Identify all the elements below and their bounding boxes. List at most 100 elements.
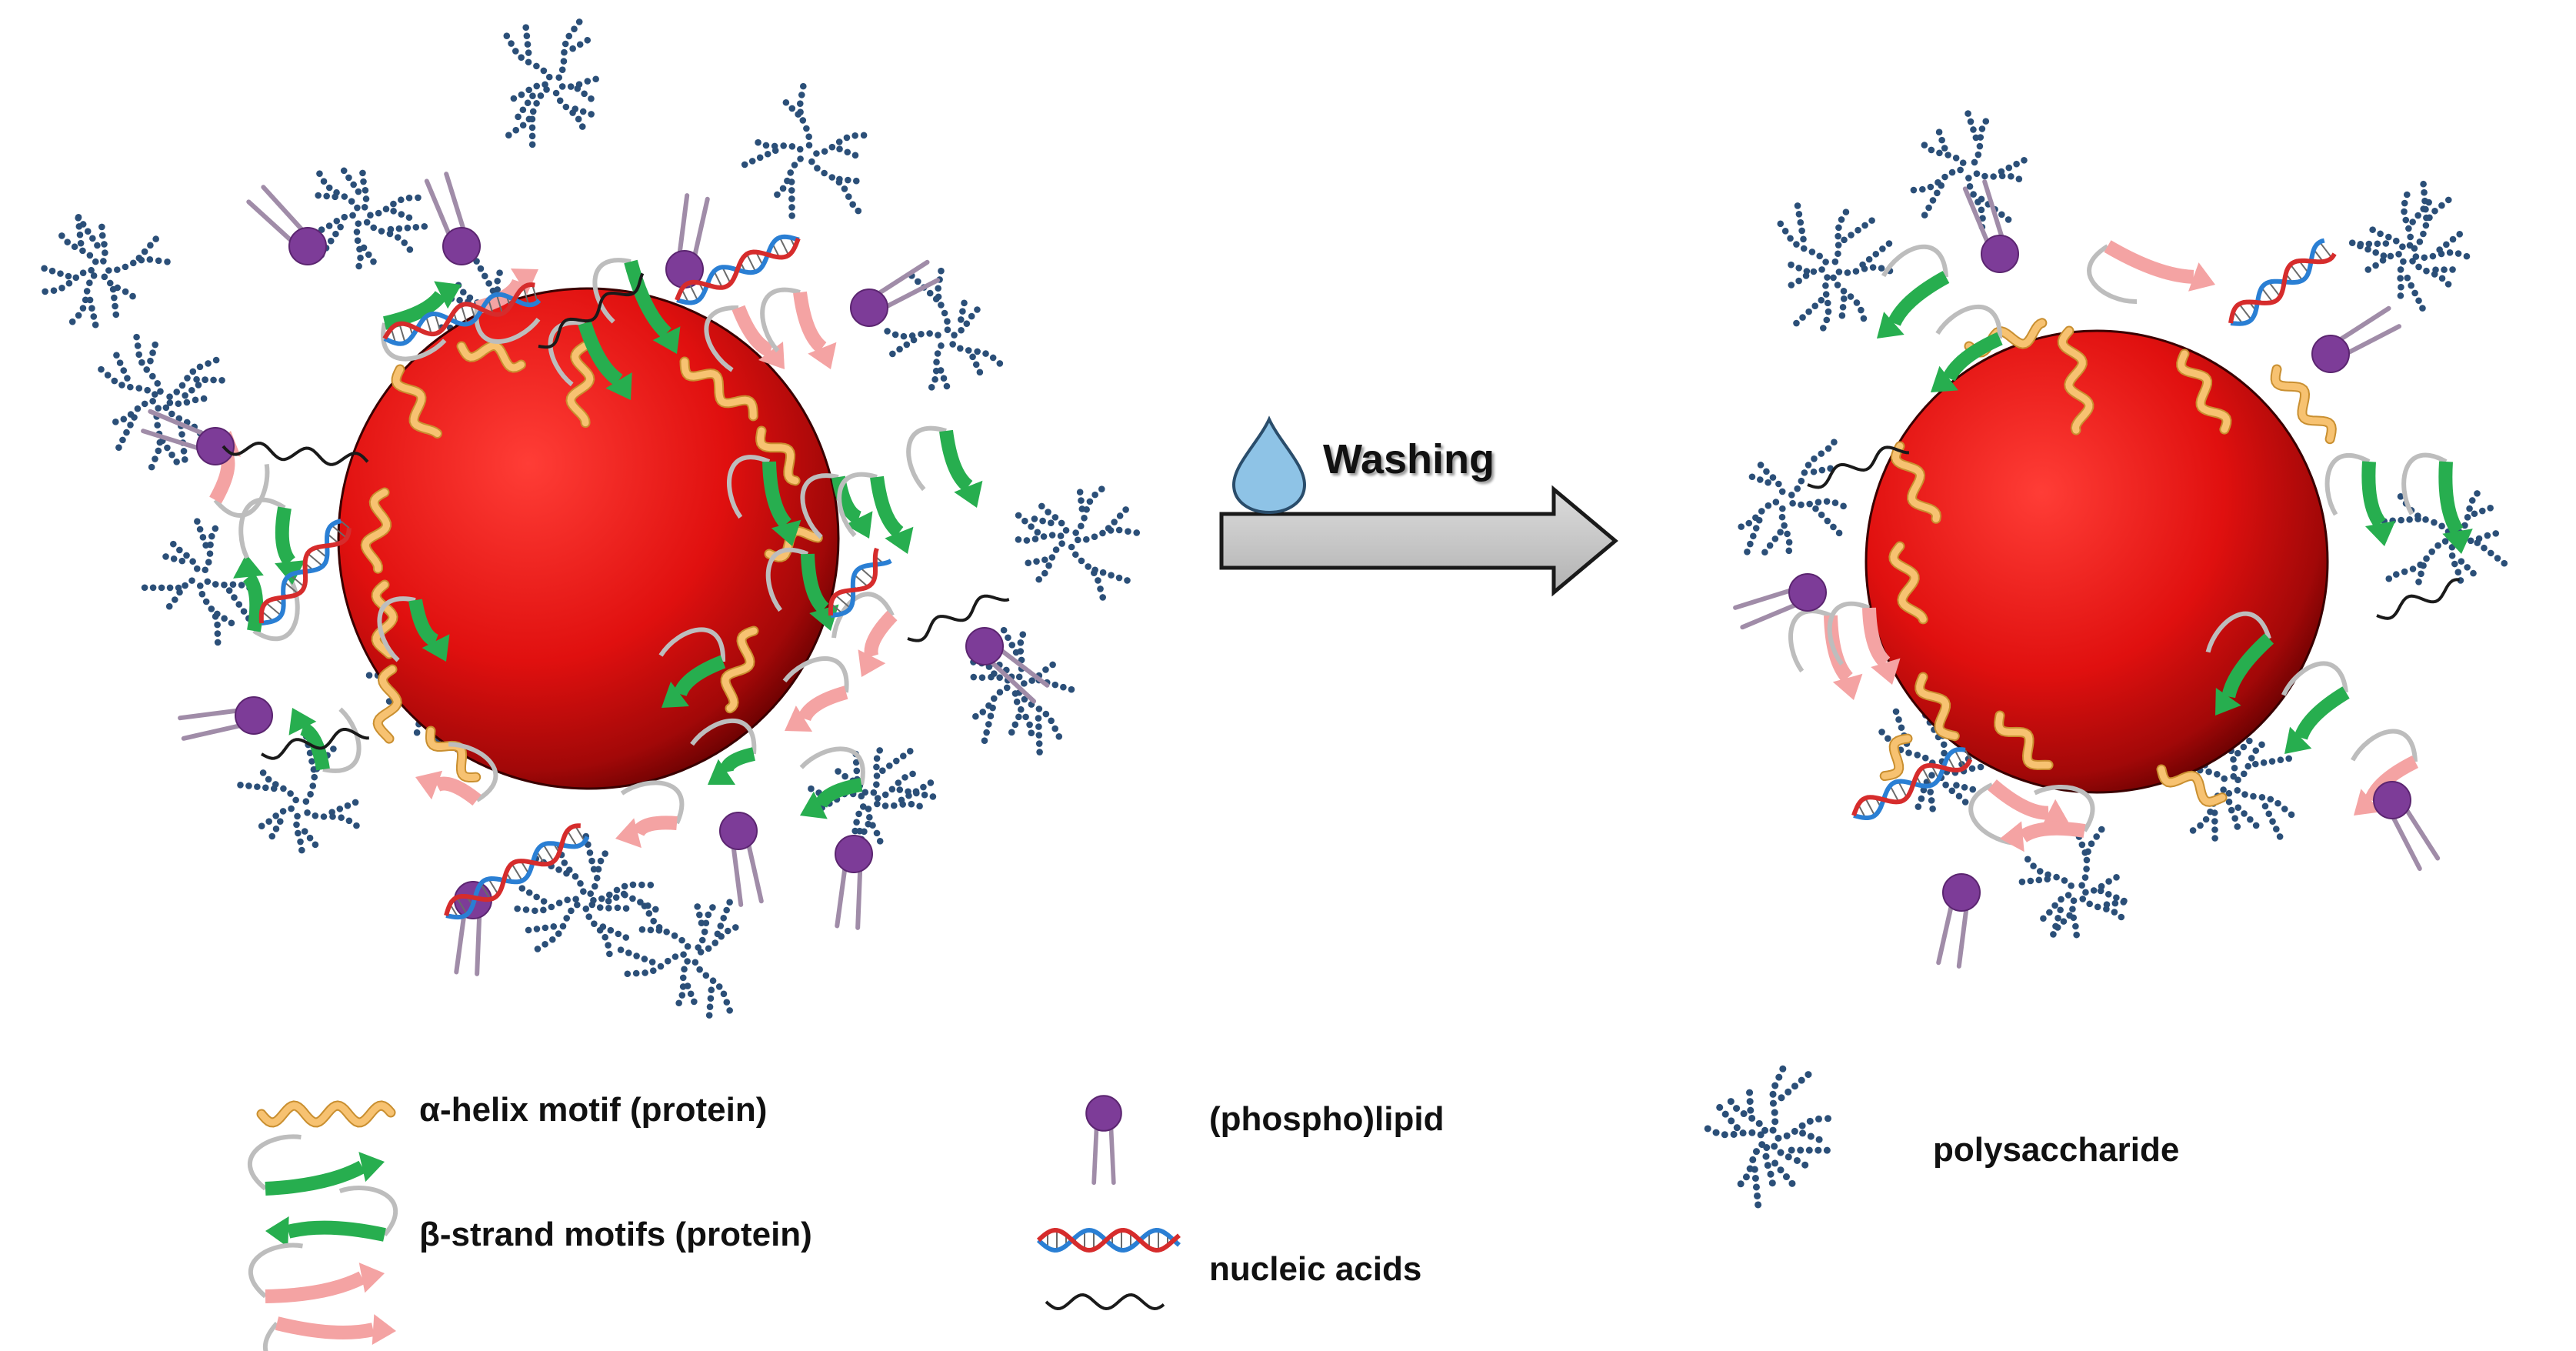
beta-strand-green xyxy=(2205,611,2274,716)
alpha-helix xyxy=(1994,710,2054,771)
alpha-helix xyxy=(2270,364,2337,445)
legend-lipid-symbol xyxy=(1085,1095,1122,1186)
beta-strand-pink xyxy=(2000,784,2095,852)
beta-strand-pink xyxy=(782,656,849,732)
polysaccharide xyxy=(141,518,261,646)
beta-strand-green xyxy=(2401,452,2473,554)
single-strand-nucleic-acid xyxy=(538,272,645,349)
beta-strand-green xyxy=(381,281,462,362)
beta-strand-green xyxy=(592,258,681,354)
alpha-helix xyxy=(1879,733,1913,782)
beta-strand-green xyxy=(2324,453,2396,546)
beta-strand-pink xyxy=(615,780,685,849)
phospholipid xyxy=(1733,573,1827,630)
beta-strand-green xyxy=(1877,244,1950,339)
legend-polysaccharide-symbol xyxy=(1704,1065,1831,1209)
legend-label-beta-strand: β-strand motifs (protein) xyxy=(419,1216,812,1253)
single-strand-nucleic-acid xyxy=(261,728,369,760)
alpha-helix xyxy=(372,664,402,744)
phospholipid xyxy=(965,627,1050,704)
beta-strand-pink xyxy=(1827,601,1901,685)
dna-double-helix xyxy=(258,519,352,625)
phospholipid xyxy=(1936,873,1981,969)
washing-label: Washing xyxy=(1323,436,1495,482)
legend-dna-symbol xyxy=(1036,1227,1181,1253)
beta-strand-pink xyxy=(760,287,837,369)
beta-strand-green xyxy=(800,473,873,539)
alpha-helix xyxy=(425,726,482,782)
alpha-helix xyxy=(2176,349,2232,435)
beta-strand-pink xyxy=(1788,609,1863,700)
dna-double-helix xyxy=(828,547,892,618)
phospholipid xyxy=(178,696,273,741)
alpha-helix xyxy=(456,341,526,373)
beta-strand-green xyxy=(1931,305,2003,392)
single-strand-nucleic-acid xyxy=(2376,578,2460,620)
alpha-helix xyxy=(1915,672,1960,742)
polysaccharide xyxy=(884,267,1004,391)
polysaccharide xyxy=(237,732,360,854)
polysaccharide xyxy=(1777,202,1894,332)
legend-alpha-helix-symbol xyxy=(256,1100,396,1128)
phospholipid xyxy=(2373,781,2441,872)
polysaccharide xyxy=(1738,439,1847,556)
nanoparticle-core xyxy=(337,287,840,790)
alpha-helix xyxy=(2156,764,2228,807)
alpha-helix xyxy=(720,625,759,714)
polysaccharide xyxy=(617,899,739,1019)
polysaccharide xyxy=(1015,485,1141,601)
phospholipid xyxy=(719,812,764,907)
legend-beta-strand-green-symbol-2 xyxy=(265,1186,398,1247)
washing-arrow xyxy=(1219,485,1618,597)
nanoparticle-after-washing xyxy=(1733,179,2473,969)
legend-beta-strand-pink-symbol-2 xyxy=(263,1314,396,1351)
beta-strand-green xyxy=(2281,661,2350,754)
phospholipid xyxy=(665,193,710,289)
beta-strand-pink xyxy=(1968,779,2069,846)
dna-double-helix xyxy=(444,823,590,920)
phospholipid xyxy=(835,835,873,930)
beta-strand-green xyxy=(906,425,983,508)
dna-double-helix xyxy=(675,234,801,305)
phospholipid xyxy=(1962,179,2019,273)
polysaccharide xyxy=(315,167,428,270)
legend xyxy=(247,1065,1831,1351)
beta-strand-green xyxy=(548,320,632,400)
beta-strand-green xyxy=(288,707,362,773)
nanoparticle-core xyxy=(1865,329,2329,794)
beta-strand-pink xyxy=(2087,240,2215,304)
beta-strand-green xyxy=(377,596,450,662)
polysaccharide xyxy=(808,747,937,856)
polysaccharide xyxy=(2348,180,2471,312)
dna-double-helix xyxy=(1851,747,1973,820)
phospholipid xyxy=(246,185,327,265)
alpha-helix xyxy=(1890,441,1942,524)
beta-strand-pink xyxy=(415,742,498,806)
beta-strand-green xyxy=(658,627,726,708)
beta-strand-green xyxy=(727,455,801,546)
phospholipid xyxy=(424,172,481,265)
polysaccharide xyxy=(1910,110,2028,231)
legend-label-polysaccharide: polysaccharide xyxy=(1933,1131,2180,1169)
phospholipid xyxy=(850,259,941,327)
polysaccharide xyxy=(2018,826,2128,939)
legend-label-lipid: (phospho)lipid xyxy=(1209,1100,1445,1138)
beta-strand-pink xyxy=(831,592,898,677)
beta-strand-pink xyxy=(2350,729,2419,816)
beta-strand-green xyxy=(837,472,914,554)
legend-label-nucleic-acids: nucleic acids xyxy=(1209,1250,1422,1288)
phospholipid xyxy=(2311,305,2402,373)
legend-label-alpha-helix: α-helix motif (protein) xyxy=(419,1091,768,1129)
alpha-helix xyxy=(679,356,758,422)
dna-double-helix xyxy=(382,282,542,346)
beta-strand-green xyxy=(799,746,865,819)
water-drop-icon xyxy=(1231,415,1307,515)
legend-beta-strand-pink-symbol xyxy=(248,1243,385,1303)
phospholipid xyxy=(141,409,235,465)
alpha-helix xyxy=(371,579,398,659)
polysaccharide xyxy=(503,18,599,148)
beta-strand-green xyxy=(690,718,757,785)
alpha-helix xyxy=(1888,541,1928,625)
alpha-helix xyxy=(755,425,801,486)
